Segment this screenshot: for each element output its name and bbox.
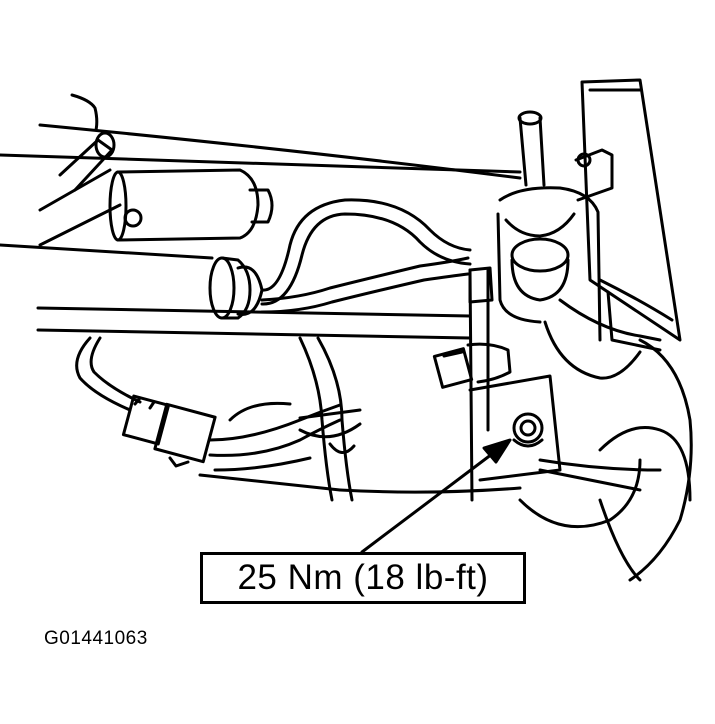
upper-wire [70, 93, 99, 132]
wire-harness [75, 336, 342, 472]
torque-spec-label: 25 Nm (18 lb-ft) [237, 558, 489, 597]
frame-rail-top-edge [38, 123, 522, 180]
mounting-bolt [512, 412, 544, 448]
frame-rail-upper [0, 153, 522, 174]
hose-clamp [298, 408, 362, 454]
mounting-plate [580, 78, 682, 352]
torque-callout: 25 Nm (18 lb-ft) [200, 552, 526, 604]
upper-left-rod [38, 131, 122, 247]
lower-canister [208, 256, 264, 320]
electrical-connector [121, 394, 217, 468]
steering-gear-housing [496, 110, 662, 380]
bracket-line-1 [468, 268, 474, 502]
figure-id-label: G01441063 [44, 628, 148, 649]
frame-rail-mid [0, 243, 214, 260]
hose-to-clamp [260, 256, 470, 302]
hose-upper-loop [260, 198, 472, 292]
callout-arrow [360, 438, 512, 554]
hose-upper-loop-inner [260, 212, 472, 306]
hose-down [298, 336, 334, 502]
upper-canister [108, 168, 274, 242]
crossbar [36, 306, 472, 340]
lower-frame-gusset [198, 338, 693, 582]
